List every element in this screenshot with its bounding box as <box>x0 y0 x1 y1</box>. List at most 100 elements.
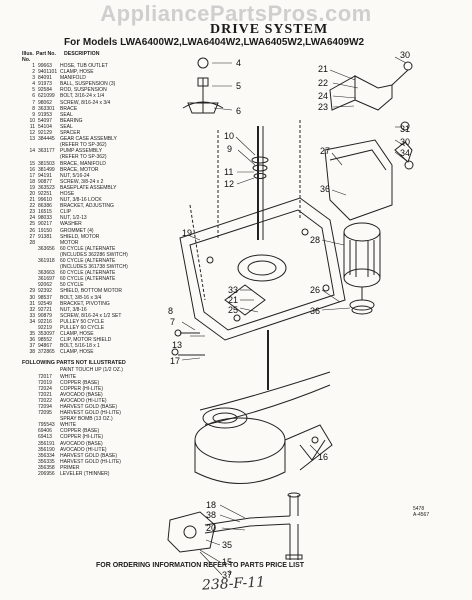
parts-row-part-no: 92721 <box>38 306 52 313</box>
paint-row-description: AVOCADO (BASE) <box>60 440 103 447</box>
parts-row-part-no: 94867 <box>38 343 52 350</box>
parts-row-illus-no: 33 <box>29 312 35 319</box>
parts-row-description: SEAL <box>60 123 73 130</box>
parts-row-description: HOSE <box>60 190 75 197</box>
callout-20: 20 <box>206 523 216 533</box>
parts-row-part-no: 361918 <box>38 258 55 264</box>
parts-row-description: NUT, 1/2-13 <box>60 215 87 222</box>
parts-row-illus-no: 3 <box>32 75 35 82</box>
drive-belt <box>199 371 331 411</box>
parts-row-illus-no: 26 <box>29 227 35 234</box>
parts-row-illus-no: 23 <box>29 209 35 216</box>
callout-34: 34 <box>400 148 410 158</box>
parts-row-description: ROD, SUSPENSION <box>60 87 107 94</box>
parts-row-description: SCREW, 8/16-24 x 3/4 <box>60 99 111 106</box>
callout-18: 18 <box>206 500 216 510</box>
parts-row-illus-no: 15 <box>29 160 35 167</box>
parts-row-description: CLAMP, HOSE <box>60 331 94 338</box>
paint-row-part-no: 72019 <box>38 379 52 386</box>
parts-row-description: BRACE <box>60 105 78 112</box>
parts-row-description: CLAMP, HOSE <box>60 349 94 356</box>
parts-row-illus-no: 1 <box>32 63 35 69</box>
callout-25: 25 <box>228 305 238 315</box>
callout-12: 12 <box>224 179 234 189</box>
parts-row-illus-no: 22 <box>29 203 35 210</box>
motor-body <box>343 222 381 242</box>
paint-row-description: PRIMER <box>60 464 80 471</box>
parts-row-illus-no: 30 <box>29 294 35 301</box>
suspension-rod-bracket <box>187 102 219 114</box>
parts-row-part-no: 363656 <box>38 245 55 252</box>
callout-36: 36 <box>320 184 330 194</box>
parts-row-part-no: 92219 <box>38 325 52 332</box>
callout-4: 4 <box>236 58 241 68</box>
parts-row-illus-no: 5 <box>32 87 35 94</box>
paint-row-part-no: 69413 <box>38 434 52 441</box>
page-subtitle: For Models LWA6400W2,LWA6404W2,LWA6405W2… <box>64 37 365 48</box>
parts-row-description: (INCLUDES 361738 SWITCH) <box>60 264 128 271</box>
paint-row-description: HARVEST GOLD (BASE) <box>60 452 118 459</box>
parts-row-description: 60 CYCLE (ALTERNATE <box>60 270 116 277</box>
motor-pulley <box>349 299 375 311</box>
figure-code-value: A-4567 <box>413 512 430 518</box>
figure-code: 5478 A-4567 <box>413 506 429 518</box>
parts-row-part-no: 91973 <box>38 81 52 88</box>
parts-row-illus-no: 8 <box>32 105 35 112</box>
manifold <box>167 511 216 553</box>
paint-row-description: HARVEST GOLD (HI-LITE) <box>60 458 121 465</box>
parts-row-illus-no: 27 <box>29 233 35 240</box>
parts-row-illus-no: 14 <box>29 148 35 155</box>
paint-row-description: WHITE <box>60 373 77 380</box>
parts-row-illus-no: 18 <box>29 178 35 185</box>
seal <box>251 156 269 164</box>
parts-row-illus-no: 36 <box>29 337 35 344</box>
parts-row-part-no: 363301 <box>38 105 55 112</box>
paint-row-part-no: 72022 <box>38 397 52 404</box>
parts-row-illus-no: 24 <box>29 215 35 222</box>
callout-36b: 36 <box>310 306 320 316</box>
paint-row-description: COPPER (HI-LITE) <box>60 385 104 392</box>
parts-row-description: CLIP <box>60 209 72 216</box>
parts-row-part-no: 98537 <box>38 294 52 301</box>
handwritten-note: 238-F-11 <box>201 574 266 594</box>
parts-row-illus-no: 31 <box>29 300 35 307</box>
parts-row-description: HOSE, TUB OUTLET <box>60 63 108 69</box>
parts-row-description: BOLT, 3/16-24 x 1/4 <box>60 93 105 100</box>
parts-row-part-no: 92216 <box>38 318 52 325</box>
callout-21: 21 <box>228 295 238 305</box>
paint-row-part-no: 69406 <box>38 428 52 435</box>
parts-row-illus-no: 25 <box>29 221 35 228</box>
paint-row-part-no: 356358 <box>38 464 55 471</box>
parts-row-part-no: 90877 <box>38 178 52 185</box>
parts-row: (REFER TO SP-362) <box>22 154 187 160</box>
parts-row-description: BRACKET, ADJUSTING <box>60 203 114 210</box>
parts-row-description: 60 CYCLE (ALTERNATE <box>60 276 116 283</box>
